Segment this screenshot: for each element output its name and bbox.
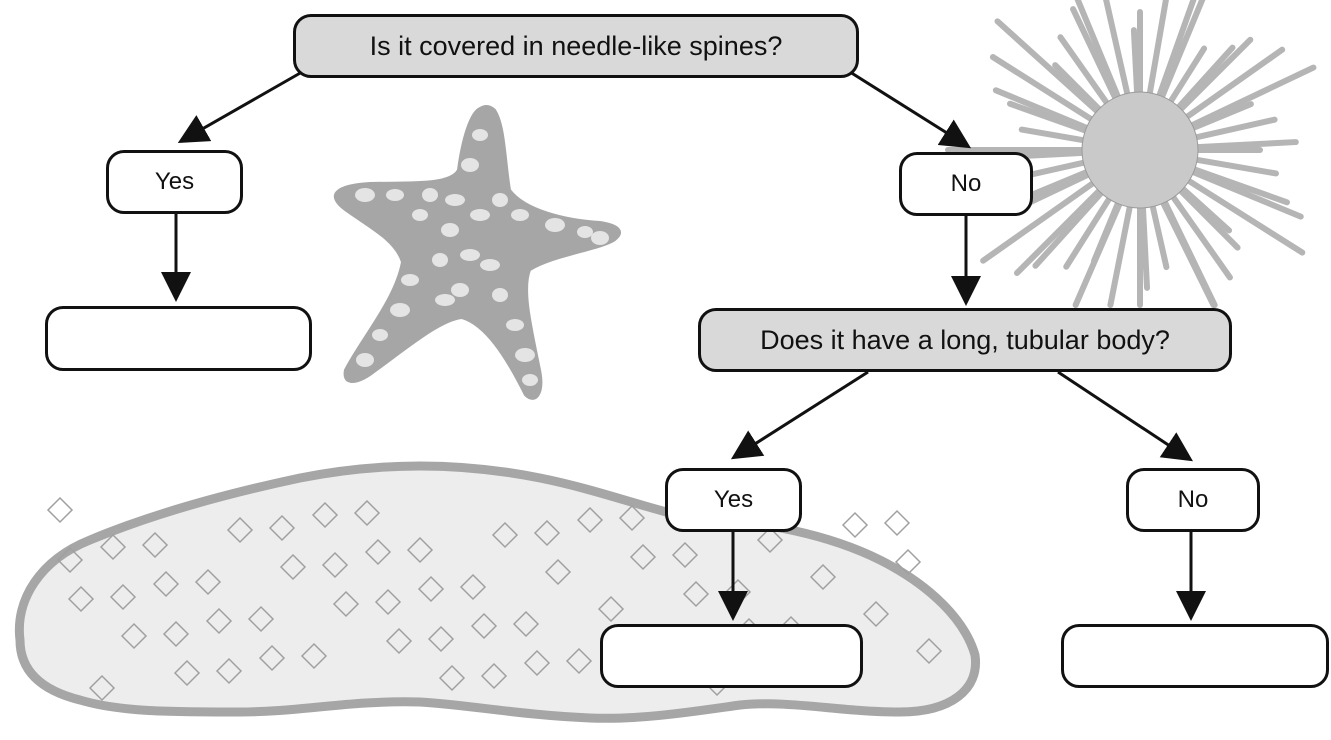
question-spines-box: Is it covered in needle-like spines? <box>293 14 859 78</box>
answer-blank-box-3[interactable] <box>1061 624 1329 688</box>
starfish-illustration <box>335 106 620 399</box>
no-spines-box: No <box>899 152 1033 216</box>
arrow-q2-to-yes <box>736 372 868 456</box>
no-tubular-box: No <box>1126 468 1260 532</box>
arrow-q1-to-no <box>850 72 966 145</box>
arrow-q2-to-no <box>1058 372 1188 458</box>
arrow-q1-to-yes <box>183 72 302 140</box>
yes-spines-box: Yes <box>106 150 243 214</box>
answer-blank-box-1[interactable] <box>45 306 312 371</box>
question-tubular-box: Does it have a long, tubular body? <box>698 308 1232 372</box>
answer-blank-box-2[interactable] <box>600 624 863 688</box>
yes-tubular-box: Yes <box>665 468 802 532</box>
